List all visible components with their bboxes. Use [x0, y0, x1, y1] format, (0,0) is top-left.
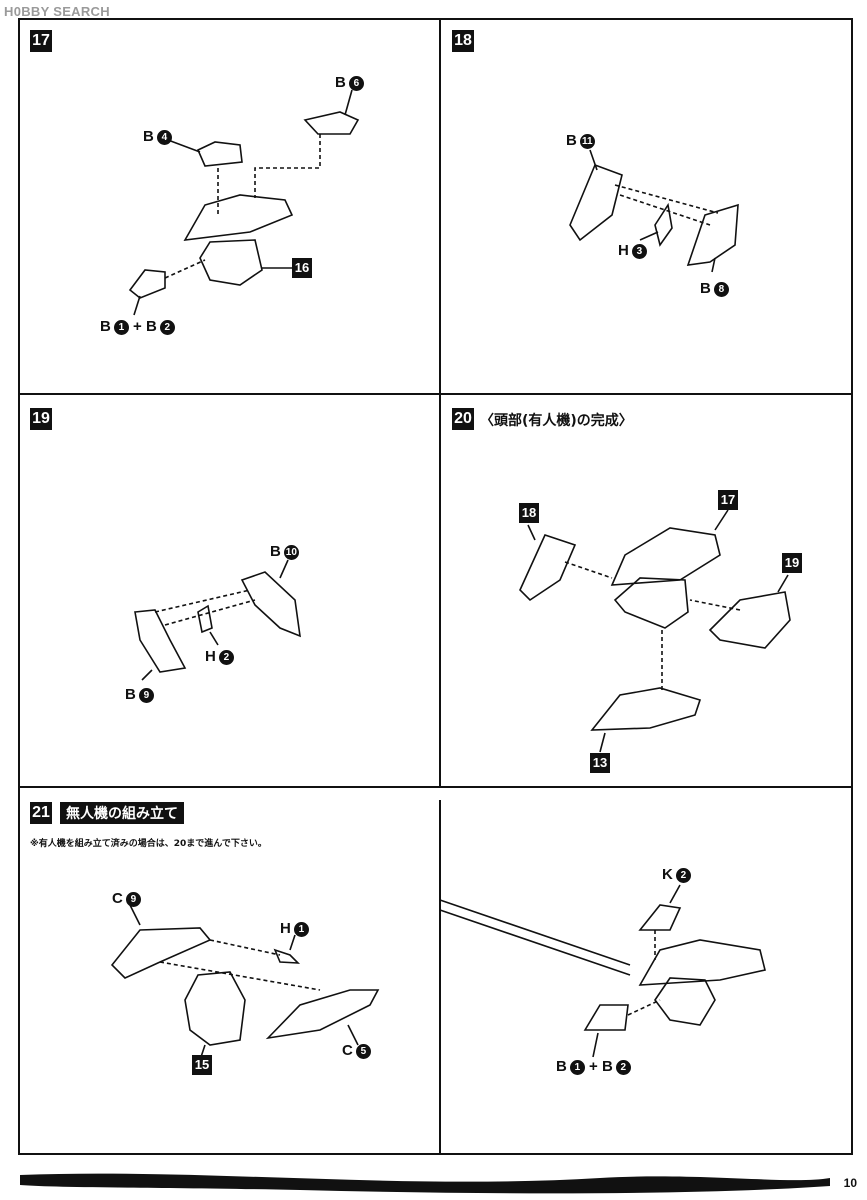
callout-17: 17 [718, 490, 738, 510]
part-13 [590, 687, 702, 731]
part-17 [610, 527, 721, 586]
part-b1-b2-b [583, 1004, 629, 1031]
part-b8 [686, 203, 739, 266]
callout-18: 18 [519, 503, 539, 523]
head-upper [183, 194, 294, 241]
page-number: 10 [843, 1176, 857, 1190]
row-divider-1 [18, 393, 853, 395]
part-b4 [196, 141, 243, 167]
drone-head [638, 939, 766, 986]
callout-13: 13 [590, 753, 610, 773]
part-c5 [265, 989, 380, 1040]
part-18 [519, 534, 577, 602]
step-number-18: 18 [452, 30, 474, 52]
step-number-19: 19 [30, 408, 52, 430]
part-b9 [134, 609, 187, 673]
step-20-title: 〈頭部(有人機)の完成〉 [480, 413, 633, 429]
step-number-20: 20 [452, 408, 474, 430]
callout-15: 15 [192, 1055, 212, 1075]
part-c9 [110, 927, 212, 979]
col-divider-lower [439, 800, 441, 1155]
step-number-21: 21 [30, 802, 52, 824]
step-number-17: 17 [30, 30, 52, 52]
part-h2 [197, 604, 213, 634]
col-divider-upper [439, 18, 441, 786]
part-15 [184, 971, 246, 1046]
connector-line [439, 899, 631, 966]
part-b11 [569, 163, 623, 242]
step-21-title: 無人機の組み立て [60, 802, 184, 824]
step-21-note: ※有人機を組み立て済みの場合は、20まで進んで下さい。 [30, 839, 267, 849]
part-head-core [613, 577, 689, 629]
callout-16: 16 [292, 258, 312, 278]
part-b6 [303, 111, 360, 135]
part-b10 [240, 571, 301, 638]
part-b1-b2 [128, 269, 166, 299]
instruction-grid [18, 18, 853, 1155]
row-divider-2 [18, 786, 853, 788]
footer-brush-stroke [20, 1173, 830, 1194]
part-16 [199, 239, 263, 286]
part-h3 [654, 202, 673, 247]
callout-19: 19 [782, 553, 802, 573]
part-k2 [638, 904, 682, 931]
part-19 [708, 591, 791, 649]
watermark: H0BBY SEARCH [4, 4, 110, 19]
part-h1 [273, 948, 301, 964]
